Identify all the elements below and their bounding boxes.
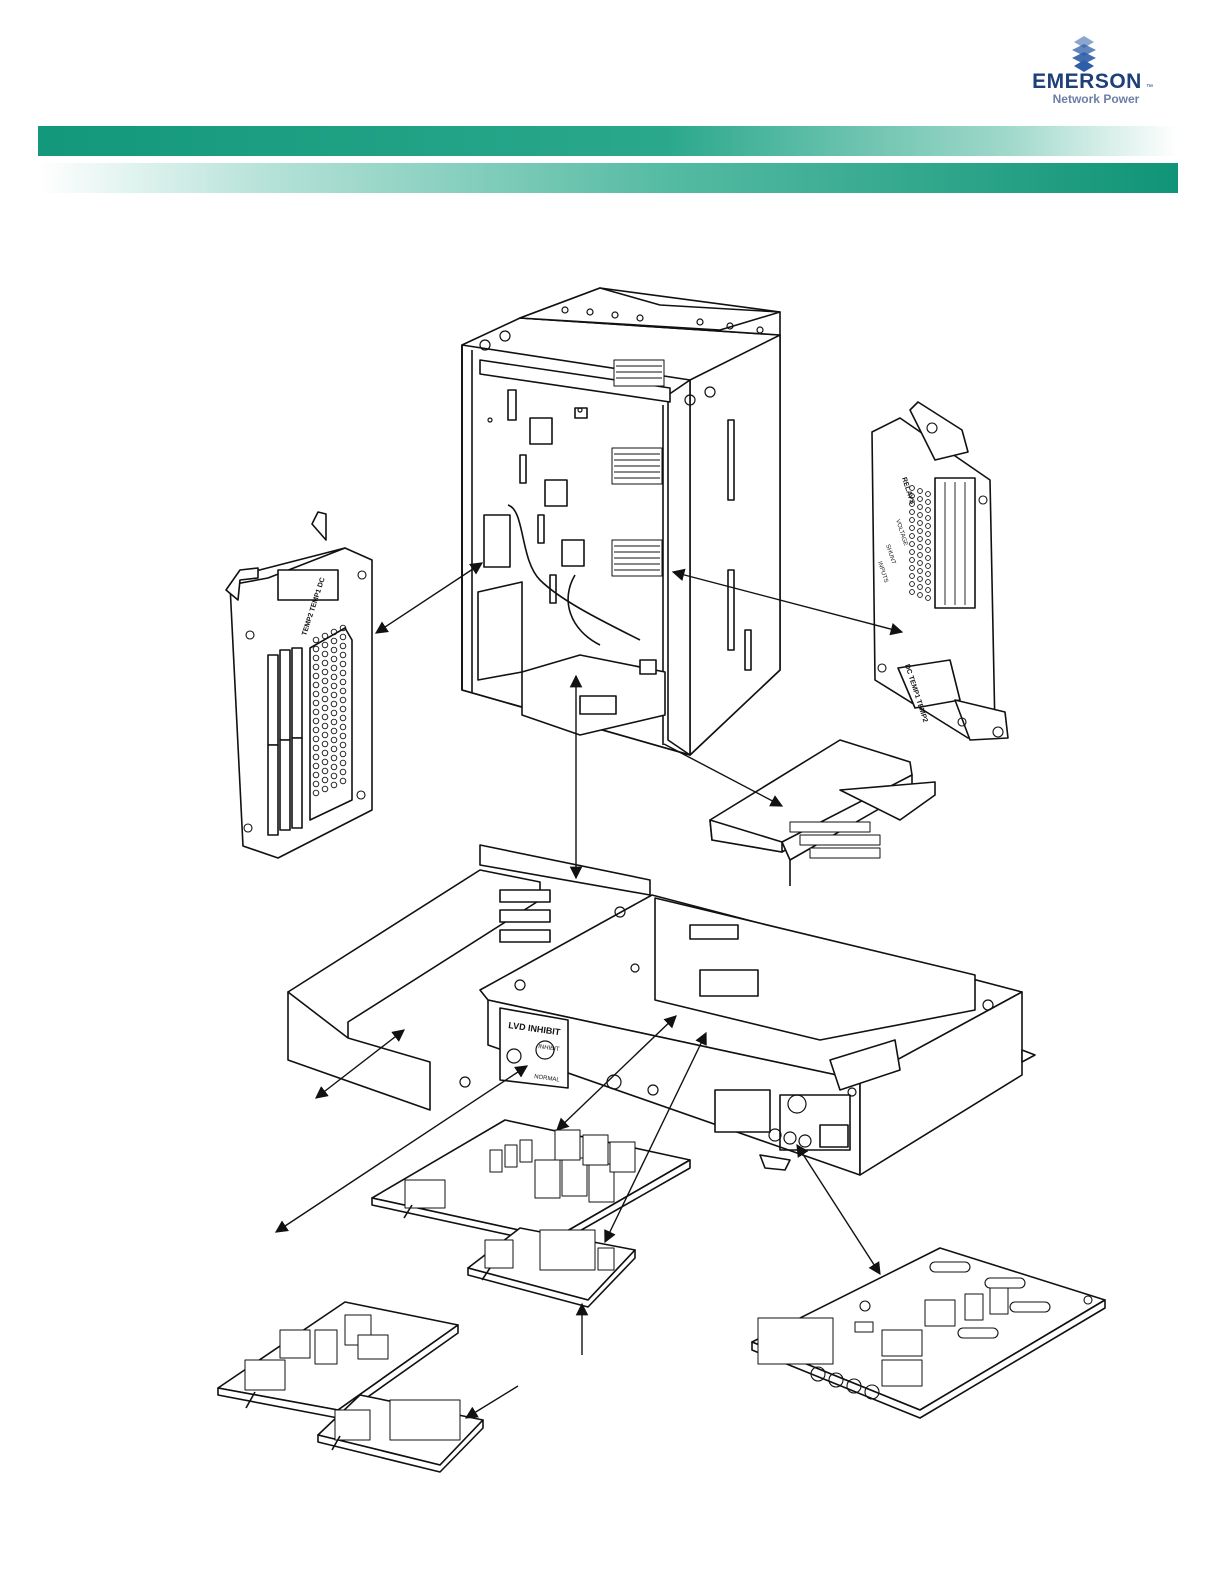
arrow-controller bbox=[664, 744, 782, 806]
controller-module bbox=[710, 740, 935, 886]
left-terminal-board bbox=[226, 512, 372, 858]
lvd-board-small bbox=[468, 1228, 635, 1307]
arrow-lvd-board-alt bbox=[466, 1386, 518, 1418]
right-terminal-board bbox=[872, 402, 1008, 740]
cabinet-enclosure bbox=[462, 288, 780, 755]
interface-board bbox=[752, 1248, 1105, 1418]
lvd-board-large bbox=[372, 1120, 690, 1245]
